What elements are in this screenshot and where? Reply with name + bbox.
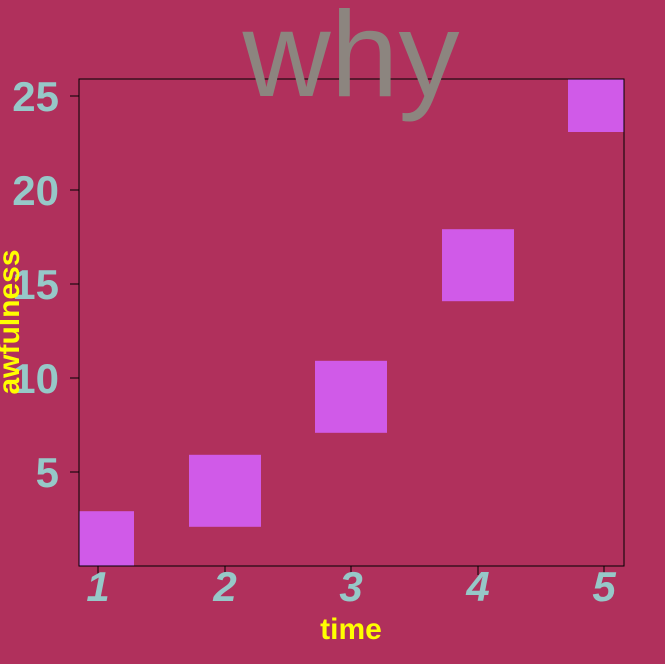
chart-title: why bbox=[242, 0, 460, 122]
data-point bbox=[442, 229, 514, 302]
y-tick-label: 15 bbox=[12, 261, 59, 308]
x-axis-label: time bbox=[320, 613, 382, 646]
data-point bbox=[189, 454, 261, 527]
y-axis-label: awfulness bbox=[0, 249, 26, 394]
y-tick-label: 20 bbox=[12, 167, 59, 214]
plot-frame bbox=[78, 78, 625, 567]
x-tick-label: 3 bbox=[339, 563, 362, 610]
x-tick-label: 1 bbox=[86, 563, 109, 610]
data-point bbox=[568, 79, 624, 132]
y-tick-label: 10 bbox=[12, 355, 59, 402]
x-axis: 1 2 3 4 5 bbox=[86, 563, 616, 610]
x-tick-label: 4 bbox=[465, 563, 489, 610]
y-tick-label: 25 bbox=[12, 73, 59, 120]
y-tick-label: 5 bbox=[36, 449, 59, 496]
y-axis: 5 10 15 20 25 bbox=[12, 73, 79, 496]
x-tick-label: 5 bbox=[592, 563, 616, 610]
data-points bbox=[79, 79, 624, 566]
data-point bbox=[79, 511, 134, 566]
x-tick-label: 2 bbox=[212, 563, 236, 610]
data-point bbox=[315, 360, 387, 433]
